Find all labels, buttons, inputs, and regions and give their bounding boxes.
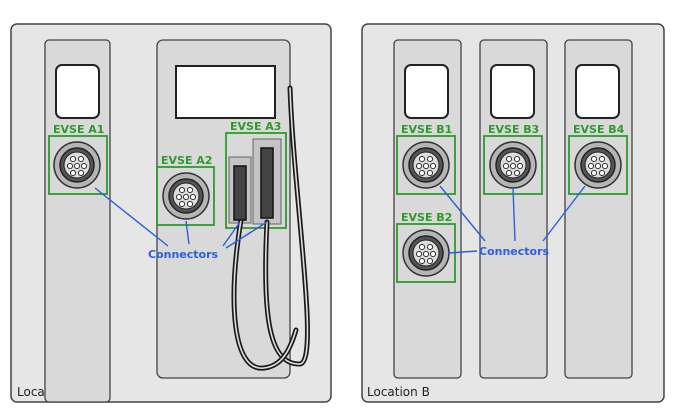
location-b-label: Location B: [367, 385, 430, 399]
evse-b4-frame: [568, 135, 628, 195]
pillar-b4: [564, 39, 633, 379]
evse-b2-label: EVSE B2: [401, 211, 452, 224]
evse-a1-frame: [48, 135, 108, 195]
display-screen-b1: [404, 64, 449, 119]
pillar-a1: [44, 39, 111, 403]
evse-b4-label: EVSE B4: [573, 123, 625, 136]
connector-socket-b1: [402, 141, 450, 189]
evse-a2-label: EVSE A2: [161, 154, 212, 167]
cable-plug-right: [260, 147, 274, 219]
connector-pointer-lines-a: [94, 187, 268, 249]
connectors-label-a: Connectors: [148, 248, 219, 261]
connector-socket-a2: [162, 172, 210, 220]
pillar-b1-b2: [393, 39, 462, 379]
evse-a2-frame: [156, 166, 215, 226]
evse-b1-label: EVSE B1: [401, 123, 452, 136]
evse-a3-label: EVSE A3: [230, 120, 281, 133]
evse-a3-frame: [225, 132, 287, 229]
connector-socket-b4: [574, 141, 622, 189]
evse-a1-label: EVSE A1: [53, 123, 104, 136]
connector-socket-a1: [53, 141, 101, 189]
evse-b3-label: EVSE B3: [488, 123, 539, 136]
evse-b1-frame: [396, 135, 456, 195]
display-screen-a2: [175, 65, 276, 119]
charging-cable-left-core: [233, 219, 297, 369]
display-screen-b4: [575, 64, 620, 119]
connector-socket-b3: [489, 141, 537, 189]
cable-plug-left: [233, 165, 247, 221]
connectors-label-b: Connectors: [479, 245, 550, 258]
connector-pointer-lines-b: [439, 185, 586, 254]
display-screen-b3: [490, 64, 535, 119]
connector-socket-b2: [402, 229, 450, 277]
display-screen-a1: [55, 64, 100, 119]
charging-cable-right-core: [264, 87, 309, 365]
